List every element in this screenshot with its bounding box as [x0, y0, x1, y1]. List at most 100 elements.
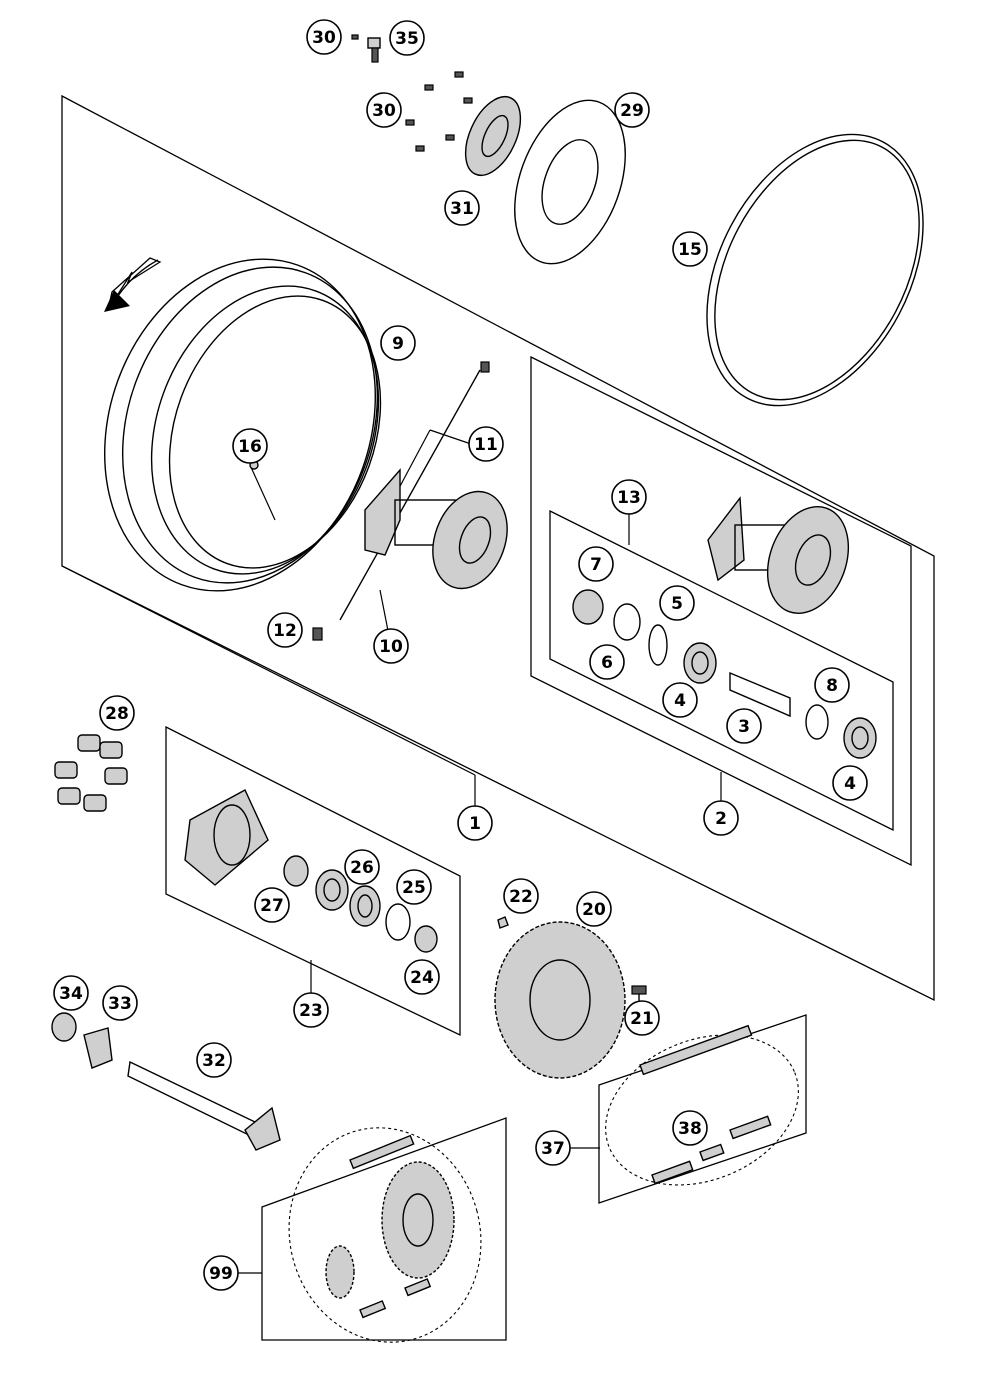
callout-circle — [614, 92, 650, 128]
callout-number: 25 — [402, 878, 426, 898]
callout-number: 32 — [202, 1051, 226, 1071]
callout-circle — [444, 190, 480, 226]
callout-6: 6 — [589, 644, 625, 680]
callout-99: 99 — [203, 1255, 239, 1291]
callout-circle — [404, 959, 440, 995]
bearing-parts — [572, 589, 877, 759]
callout-number: 99 — [209, 1264, 233, 1284]
callout-number: 5 — [671, 594, 683, 614]
callout-number: 33 — [108, 994, 132, 1014]
callout-24: 24 — [404, 959, 440, 995]
callout-29: 29 — [614, 92, 650, 128]
callout-9: 9 — [380, 325, 416, 361]
assembly-frame-23 — [165, 725, 461, 1037]
callout-32: 32 — [196, 1042, 232, 1078]
callout-30: 30 — [306, 19, 342, 55]
callout-number: 3 — [738, 717, 750, 737]
axle — [51, 1012, 281, 1151]
callout-23: 23 — [293, 992, 329, 1028]
callout-circle — [659, 585, 695, 621]
callout-circle — [344, 849, 380, 885]
callout-number: 24 — [410, 968, 434, 988]
callout-number: 15 — [678, 240, 702, 260]
rim — [104, 258, 382, 592]
sprocket-carrier — [184, 789, 438, 953]
callout-circle — [589, 644, 625, 680]
callout-circle — [203, 1255, 239, 1291]
callout-number: 34 — [59, 984, 83, 1004]
hub-detail — [707, 496, 850, 614]
assembly-frame-13 — [549, 509, 894, 832]
callout-number: 26 — [350, 858, 374, 878]
callout-number: 30 — [312, 28, 336, 48]
callout-number: 13 — [617, 488, 641, 508]
callout-13: 13 — [611, 479, 647, 515]
callout-4: 4 — [832, 765, 868, 801]
callout-3: 3 — [726, 708, 762, 744]
callout-number: 21 — [630, 1009, 654, 1029]
rotation-arrow-icon — [104, 257, 162, 312]
callout-circle — [611, 479, 647, 515]
callout-28: 28 — [99, 695, 135, 731]
disc-bolts — [351, 34, 473, 152]
callout-circle — [254, 887, 290, 923]
callout-number: 12 — [273, 621, 297, 641]
callout-31: 31 — [444, 190, 480, 226]
callout-number: 29 — [620, 101, 644, 121]
callout-number: 4 — [844, 774, 856, 794]
callout-12: 12 — [267, 612, 303, 648]
callout-34: 34 — [53, 975, 89, 1011]
callout-number: 6 — [601, 653, 613, 673]
cush-drive-rubbers — [54, 734, 128, 812]
callout-25: 25 — [396, 869, 432, 905]
callout-number: 16 — [238, 437, 262, 457]
callout-35: 35 — [389, 20, 425, 56]
callout-5: 5 — [659, 585, 695, 621]
brake-disc — [514, 99, 626, 265]
callout-circle — [832, 765, 868, 801]
callout-22: 22 — [503, 878, 539, 914]
callout-circle — [578, 546, 614, 582]
callout-circle — [672, 231, 708, 267]
callout-circle — [293, 992, 329, 1028]
chain-kit-frame — [598, 1014, 807, 1204]
callout-30: 30 — [366, 92, 402, 128]
callout-circle — [232, 428, 268, 464]
callout-circle — [53, 975, 89, 1011]
spoke — [249, 361, 490, 641]
callout-number: 27 — [260, 896, 284, 916]
callout-27: 27 — [254, 887, 290, 923]
callout-8: 8 — [814, 667, 850, 703]
callout-circle — [267, 612, 303, 648]
rear-sprocket — [494, 916, 647, 1079]
callout-11: 11 — [468, 426, 504, 462]
tire — [706, 133, 924, 407]
callout-circle — [389, 20, 425, 56]
assembly-frame-2 — [530, 355, 912, 867]
callout-circle — [503, 878, 539, 914]
callout-circle — [703, 800, 739, 836]
callout-1: 1 — [457, 805, 493, 841]
callout-circle — [662, 682, 698, 718]
callout-circle — [457, 805, 493, 841]
callout-number: 28 — [105, 704, 129, 724]
callout-20: 20 — [576, 891, 612, 927]
callout-number: 7 — [590, 555, 602, 575]
callout-circle — [468, 426, 504, 462]
callout-38: 38 — [672, 1110, 708, 1146]
callout-number: 35 — [395, 29, 419, 49]
callout-circle — [373, 628, 409, 664]
callout-circle — [624, 1000, 660, 1036]
callout-number: 11 — [474, 435, 498, 455]
callout-7: 7 — [578, 546, 614, 582]
callout-4: 4 — [662, 682, 698, 718]
hub — [364, 468, 508, 590]
callout-circle — [102, 985, 138, 1021]
callout-number: 31 — [450, 199, 474, 219]
callout-number: 30 — [372, 101, 396, 121]
callout-10: 10 — [373, 628, 409, 664]
callout-21: 21 — [624, 1000, 660, 1036]
callout-circle — [196, 1042, 232, 1078]
callout-2: 2 — [703, 800, 739, 836]
